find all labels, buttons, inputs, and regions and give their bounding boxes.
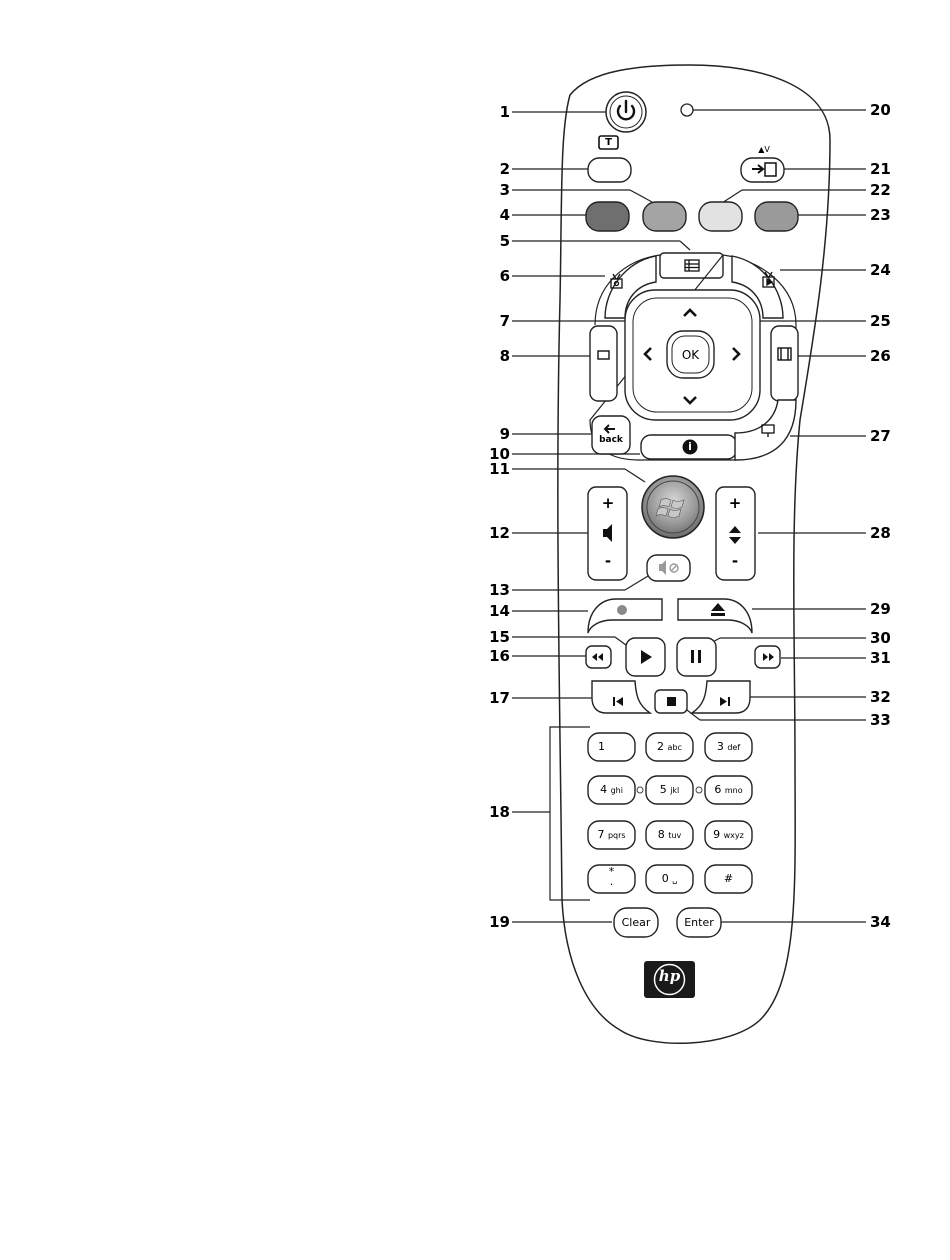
status-led (681, 104, 693, 116)
callout-18: 18 (470, 804, 510, 820)
key-5-letters: jkl (670, 786, 679, 795)
callout-15: 15 (470, 629, 510, 645)
key-star-letters: . (588, 877, 635, 887)
key-0-num: 0 (662, 872, 669, 885)
key-6-num: 6 (714, 783, 721, 796)
callout-8: 8 (470, 348, 510, 364)
red-button[interactable] (586, 202, 629, 231)
callout-2: 2 (470, 161, 510, 177)
callout-9: 9 (470, 426, 510, 442)
channel-plus-label: + (725, 497, 745, 509)
callout-21: 21 (870, 161, 910, 177)
key-1-num: 1 (598, 740, 605, 753)
callout-29: 29 (870, 601, 910, 617)
blue-button[interactable] (755, 202, 798, 231)
aspect-button[interactable] (771, 326, 798, 401)
callout-25: 25 (870, 313, 910, 329)
key-8-num: 8 (658, 828, 665, 841)
callout-5: 5 (470, 233, 510, 249)
callout-4: 4 (470, 207, 510, 223)
volume-plus-label: + (598, 497, 618, 509)
callout-6: 6 (470, 268, 510, 284)
key-3-num: 3 (717, 740, 724, 753)
key-6-letters: mno (725, 786, 743, 795)
key-8-letters: tuv (668, 831, 681, 840)
teletext-label: T (599, 137, 618, 149)
callout-14: 14 (470, 603, 510, 619)
key-4-num: 4 (600, 783, 607, 796)
callout-20: 20 (870, 102, 910, 118)
callout-1: 1 (470, 104, 510, 120)
callout-30: 30 (870, 630, 910, 646)
callout-3: 3 (470, 182, 510, 198)
key-7-num: 7 (597, 828, 604, 841)
callout-34: 34 (870, 914, 910, 930)
back-label: back (594, 434, 628, 446)
green-button[interactable] (643, 202, 686, 231)
hp-logo-text: hp (644, 970, 695, 982)
key-2-num: 2 (657, 740, 664, 753)
callout-13: 13 (470, 582, 510, 598)
callout-24: 24 (870, 262, 910, 278)
ok-label: OK (672, 349, 709, 361)
callout-16: 16 (470, 648, 510, 664)
volume-minus-label: - (598, 555, 618, 567)
callout-11: 11 (470, 461, 510, 477)
guide-button[interactable] (660, 253, 723, 278)
callout-12: 12 (470, 525, 510, 541)
callout-19: 19 (470, 914, 510, 930)
callout-17: 17 (470, 690, 510, 706)
key-2-letters: abc (668, 743, 682, 752)
callout-32: 32 (870, 689, 910, 705)
channel-minus-label: - (725, 555, 745, 567)
callout-26: 26 (870, 348, 910, 364)
key-3-letters: def (727, 743, 740, 752)
callout-7: 7 (470, 313, 510, 329)
pause-button[interactable] (677, 638, 716, 676)
callout-28: 28 (870, 525, 910, 541)
mute-button[interactable] (647, 555, 690, 581)
callout-33: 33 (870, 712, 910, 728)
callout-31: 31 (870, 650, 910, 666)
stop-icon (667, 697, 676, 706)
key-5-num: 5 (660, 783, 667, 796)
info-label: i (683, 441, 697, 453)
key-9-num: 9 (713, 828, 720, 841)
teletext-button[interactable] (588, 158, 631, 182)
key-4-letters: ghi (611, 786, 623, 795)
callout-27: 27 (870, 428, 910, 444)
key-hash-num: # (724, 872, 733, 885)
aspect-label: ▲V (754, 144, 774, 156)
key-9-letters: wxyz (724, 831, 744, 840)
dvd-menu-button[interactable] (590, 326, 617, 401)
record-icon (617, 605, 627, 615)
callout-23: 23 (870, 207, 910, 223)
key-0-letters: ␣ (672, 875, 677, 884)
key-7-letters: pqrs (608, 831, 626, 840)
callout-22: 22 (870, 182, 910, 198)
enter-label: Enter (677, 917, 721, 929)
clear-label: Clear (614, 917, 658, 929)
yellow-button[interactable] (699, 202, 742, 231)
